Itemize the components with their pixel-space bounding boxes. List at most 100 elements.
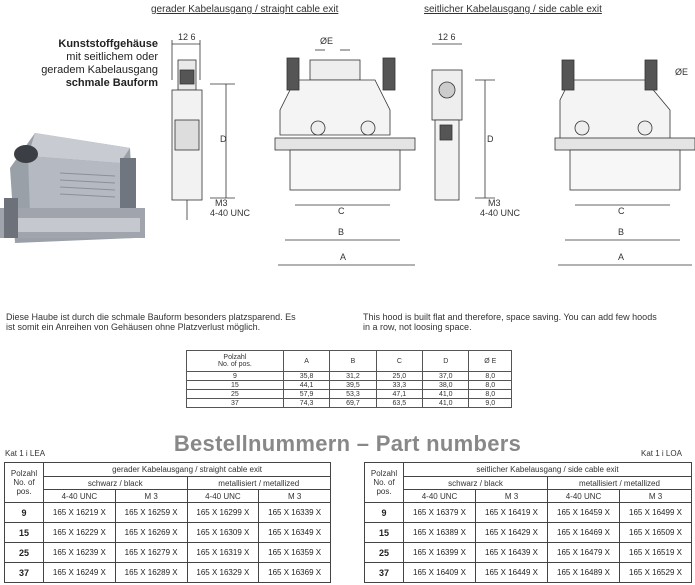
dims-cell: 8,0 xyxy=(468,380,512,390)
intro-line-1: Kunststoffgehäuse xyxy=(58,38,158,50)
right-pos-header: Polzahl No. of pos. xyxy=(364,462,404,503)
description-german: Diese Haube ist durch die schmale Baufor… xyxy=(6,312,341,332)
b-label-straight: B xyxy=(338,227,344,237)
part-number-cell: 165 X 16489 X xyxy=(547,562,620,583)
straight-front-view: ØE C B A xyxy=(274,36,416,266)
part-number-cell: 165 X 16249 X xyxy=(43,562,116,583)
right-pos-line1: Polzahl xyxy=(370,469,398,478)
pos-cell: 37 xyxy=(4,562,44,583)
right-unc-header-1: 4-40 UNC xyxy=(403,489,476,503)
phi-e-label-side: ØE xyxy=(675,67,688,77)
part-number-cell: 165 X 16459 X xyxy=(547,502,620,523)
left-pos-line1: Polzahl xyxy=(10,469,38,478)
pos-cell: 37 xyxy=(364,562,404,583)
left-pos-line3: pos. xyxy=(16,487,32,496)
part-number-cell: 165 X 16309 X xyxy=(186,522,260,543)
table-row: 37 165 X 16249 X 165 X 16289 X 165 X 163… xyxy=(4,562,331,583)
part-number-cell: 165 X 16389 X xyxy=(403,522,476,543)
dims-cell: 35,8 xyxy=(282,371,331,381)
part-number-cell: 165 X 16279 X xyxy=(114,542,188,563)
a-label-side: A xyxy=(618,252,624,262)
b-label-side: B xyxy=(618,227,624,237)
pos-cell: 25 xyxy=(4,542,44,563)
left-pos-header: Polzahl No. of pos. xyxy=(4,462,44,503)
dims-cell: 9 xyxy=(186,371,284,381)
dims-row: 25 57,9 53,3 47,1 41,0 8,0 xyxy=(186,389,512,399)
intro-line-3: geradem Kabelausgang xyxy=(41,64,158,76)
dims-cell: 69,7 xyxy=(329,398,377,408)
width-label-straight: 12 6 xyxy=(178,32,196,42)
part-number-cell: 165 X 16229 X xyxy=(43,522,116,543)
part-number-cell: 165 X 16269 X xyxy=(114,522,188,543)
part-number-cell: 165 X 16469 X xyxy=(547,522,620,543)
left-metal-header: metallisiert / metallized xyxy=(186,476,331,490)
dims-cell: 44,1 xyxy=(282,380,331,390)
left-m3-header-1: M 3 xyxy=(114,489,188,503)
page-title: Bestellnummern – Part numbers xyxy=(173,431,522,456)
d-label-straight: D xyxy=(220,134,227,144)
dims-header-d: D xyxy=(422,350,470,372)
catalog-ref-left: Kat 1 i LEA xyxy=(5,449,46,458)
dims-cell: 41,0 xyxy=(422,398,470,408)
left-pos-line2: No. of xyxy=(13,478,35,487)
dims-cell: 37,0 xyxy=(422,371,470,381)
dims-header-pos-line2: No. of pos. xyxy=(217,361,252,368)
part-number-cell: 165 X 16339 X xyxy=(258,502,331,523)
table-row: 9 165 X 16379 X 165 X 16419 X 165 X 1645… xyxy=(364,502,692,523)
part-number-cell: 165 X 16399 X xyxy=(403,542,476,563)
dims-cell: 63,5 xyxy=(375,398,424,408)
right-group-header: seitlicher Kabelausgang / side cable exi… xyxy=(403,462,692,477)
part-number-cell: 165 X 16529 X xyxy=(619,562,692,583)
part-number-cell: 165 X 16359 X xyxy=(258,542,331,563)
left-m3-header-2: M 3 xyxy=(258,489,331,503)
dims-cell: 15 xyxy=(186,380,284,390)
right-m3-header-2: M 3 xyxy=(619,489,692,503)
part-number-cell: 165 X 16349 X xyxy=(258,522,331,543)
part-number-cell: 165 X 16259 X xyxy=(114,502,188,523)
part-number-cell: 165 X 16429 X xyxy=(475,522,548,543)
dims-cell: 9,0 xyxy=(468,398,512,408)
m3-label-straight: M3 xyxy=(215,198,228,208)
side-exit-front-view: ØE C B A xyxy=(554,59,695,266)
dims-cell: 37 xyxy=(186,398,284,408)
part-number-cell: 165 X 16379 X xyxy=(403,502,476,523)
dims-cell: 8,0 xyxy=(468,371,512,381)
dims-cell: 41,0 xyxy=(422,389,470,399)
right-metal-header: metallisiert / metallized xyxy=(547,476,692,490)
a-label-straight: A xyxy=(340,252,346,262)
dims-row: 9 35,8 31,2 25,0 37,0 8,0 xyxy=(186,371,512,381)
part-number-cell: 165 X 16219 X xyxy=(43,502,116,523)
catalog-ref-right: Kat 1 i LOA xyxy=(641,449,682,458)
description-en-line-1: This hood is built flat and therefore, s… xyxy=(363,312,657,322)
dims-cell: 38,0 xyxy=(422,380,470,390)
technical-drawings: 12 6 D M3 4-40 UNC ØE C B A 12 6 xyxy=(171,32,695,266)
intro-line-2: mit seitlichem oder xyxy=(66,51,158,63)
description-en-line-2: in a row, not loosing space. xyxy=(363,322,472,332)
dims-cell: 53,3 xyxy=(329,389,377,399)
part-number-cell: 165 X 16409 X xyxy=(403,562,476,583)
d-label-side: D xyxy=(487,134,494,144)
phi-e-label-straight: ØE xyxy=(320,36,333,46)
part-number-cell: 165 X 16319 X xyxy=(186,542,260,563)
dims-cell: 74,3 xyxy=(282,398,331,408)
dims-cell: 8,0 xyxy=(468,389,512,399)
part-number-cell: 165 X 16239 X xyxy=(43,542,116,563)
table-row: 25 165 X 16239 X 165 X 16279 X 165 X 163… xyxy=(4,542,331,563)
dims-cell: 47,1 xyxy=(375,389,424,399)
unc-label-side: 4-40 UNC xyxy=(480,208,521,218)
m3-label-side: M3 xyxy=(488,198,501,208)
table-row: 15 165 X 16229 X 165 X 16269 X 165 X 163… xyxy=(4,522,331,543)
dims-cell: 25,0 xyxy=(375,371,424,381)
dims-cell: 39,5 xyxy=(329,380,377,390)
part-numbers-side-table: Polzahl No. of pos. seitlicher Kabelausg… xyxy=(364,462,692,583)
part-number-cell: 165 X 16479 X xyxy=(547,542,620,563)
part-number-cell: 165 X 16369 X xyxy=(258,562,331,583)
right-unc-header-2: 4-40 UNC xyxy=(547,489,620,503)
pos-cell: 25 xyxy=(364,542,404,563)
right-m3-header-1: M 3 xyxy=(475,489,548,503)
unc-label-straight: 4-40 UNC xyxy=(210,208,251,218)
part-numbers-straight-table: Polzahl No. of pos. gerader Kabelausgang… xyxy=(4,462,331,583)
width-label-side: 12 6 xyxy=(438,32,456,42)
